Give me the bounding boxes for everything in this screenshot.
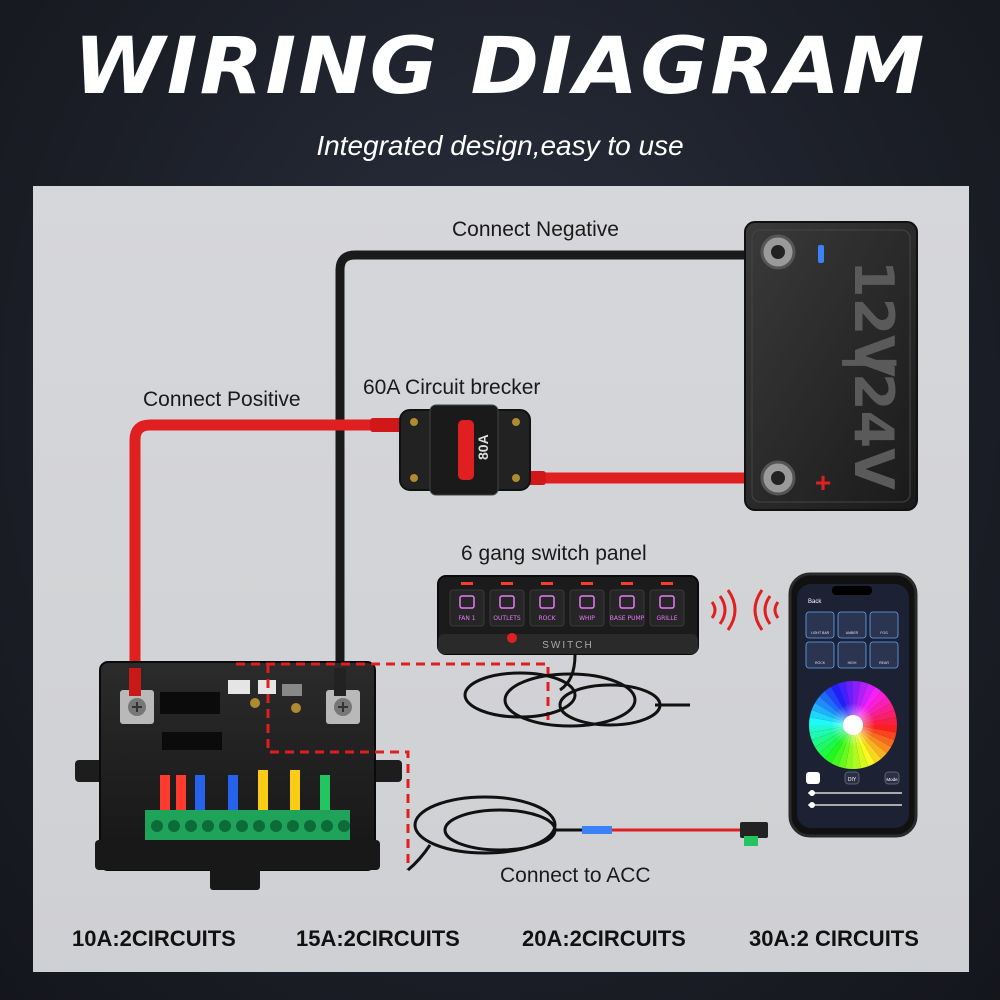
page-title: WIRING DIAGRAM bbox=[73, 22, 927, 112]
smartphone: Back LIGHT BAR AMBER FOG ROCK HIGH REAR DIY M… bbox=[788, 572, 918, 838]
switch-button[interactable]: FAN 1 bbox=[449, 582, 485, 627]
negative-wire bbox=[335, 250, 765, 685]
battery: + 12V | 24V bbox=[744, 221, 918, 511]
switch-button-label: OUTLETS bbox=[493, 615, 521, 622]
phone-diy-button: DIY bbox=[848, 777, 857, 783]
switch-button[interactable]: WHIP bbox=[569, 582, 605, 627]
wireless-signal-icon bbox=[710, 589, 780, 631]
switch-button-label: BASE PUMP bbox=[610, 615, 645, 622]
phone-tile[interactable]: FOG bbox=[869, 611, 899, 639]
switch-button-label: WHIP bbox=[579, 615, 595, 622]
phone-mode-button: Mode bbox=[886, 777, 898, 782]
circuit-breaker: 80A bbox=[399, 404, 531, 496]
phone-tile-label: REAR bbox=[879, 661, 889, 665]
switch-button-label: ROCK bbox=[538, 615, 556, 622]
footer-circuit-10a: 10A:2CIRCUITS bbox=[72, 926, 236, 951]
phone-tile-label: HIGH bbox=[848, 661, 857, 665]
footer-circuit-20a: 20A:2CIRCUITS bbox=[522, 926, 686, 951]
label-connect-positive: Connect Positive bbox=[143, 388, 301, 411]
phone-tile[interactable]: HIGH bbox=[837, 641, 867, 669]
positive-symbol: + bbox=[815, 467, 831, 498]
switch-icon bbox=[499, 595, 515, 609]
page-subtitle: Integrated design,easy to use bbox=[316, 130, 684, 161]
switch-button[interactable]: ROCK bbox=[529, 582, 565, 627]
fuse-row bbox=[160, 770, 330, 810]
switch-button-label: FAN 1 bbox=[458, 615, 475, 622]
switch-button[interactable]: GRILLE bbox=[649, 582, 685, 627]
switch-icon bbox=[579, 595, 595, 609]
signal-dashed-lines bbox=[236, 662, 550, 870]
phone-tile-label: LIGHT BAR bbox=[811, 631, 830, 635]
switch-icon bbox=[659, 595, 675, 609]
switch-icon bbox=[539, 595, 555, 609]
switch-brand: SWITCH bbox=[542, 640, 593, 651]
phone-tile[interactable]: AMBER bbox=[837, 611, 867, 639]
phone-back: Back bbox=[808, 599, 822, 605]
switch-button[interactable]: OUTLETS bbox=[489, 582, 525, 627]
negative-marker bbox=[818, 245, 824, 263]
label-switch-panel: 6 gang switch panel bbox=[461, 542, 647, 565]
phone-tile-label: FOG bbox=[880, 631, 888, 635]
phone-tile[interactable]: ROCK bbox=[805, 641, 835, 669]
phone-tile[interactable]: REAR bbox=[869, 641, 899, 669]
switch-button[interactable]: BASE PUMP bbox=[609, 582, 645, 627]
switch-icon bbox=[459, 595, 475, 609]
svg-text:|: | bbox=[842, 353, 905, 373]
switch-button-label: GRILLE bbox=[656, 615, 677, 622]
label-connect-acc: Connect to ACC bbox=[500, 864, 651, 887]
label-connect-negative: Connect Negative bbox=[452, 218, 619, 241]
acc-fuse-tap bbox=[582, 822, 768, 846]
fuse-box bbox=[75, 661, 402, 890]
switch-cable bbox=[463, 654, 690, 728]
footer-circuit-30a: 30A:2 CIRCUITS bbox=[749, 926, 919, 951]
battery-voltage-24: 24V bbox=[842, 373, 905, 490]
switch-panel: SWITCH FAN 1 OUTLETS ROCK WHIP BASE PUMP GRIL… bbox=[437, 575, 699, 655]
switch-icon bbox=[619, 595, 635, 609]
battery-voltage-12: 12V bbox=[842, 260, 905, 377]
footer-circuit-15a: 15A:2CIRCUITS bbox=[296, 926, 460, 951]
acc-cable bbox=[407, 795, 600, 872]
phone-tile[interactable]: LIGHT BAR bbox=[805, 611, 835, 639]
phone-tile-label: ROCK bbox=[815, 661, 826, 665]
phone-tile-label: AMBER bbox=[846, 631, 859, 635]
label-circuit-breaker: 60A Circuit brecker bbox=[363, 376, 541, 399]
breaker-rating: 80A bbox=[475, 434, 491, 460]
